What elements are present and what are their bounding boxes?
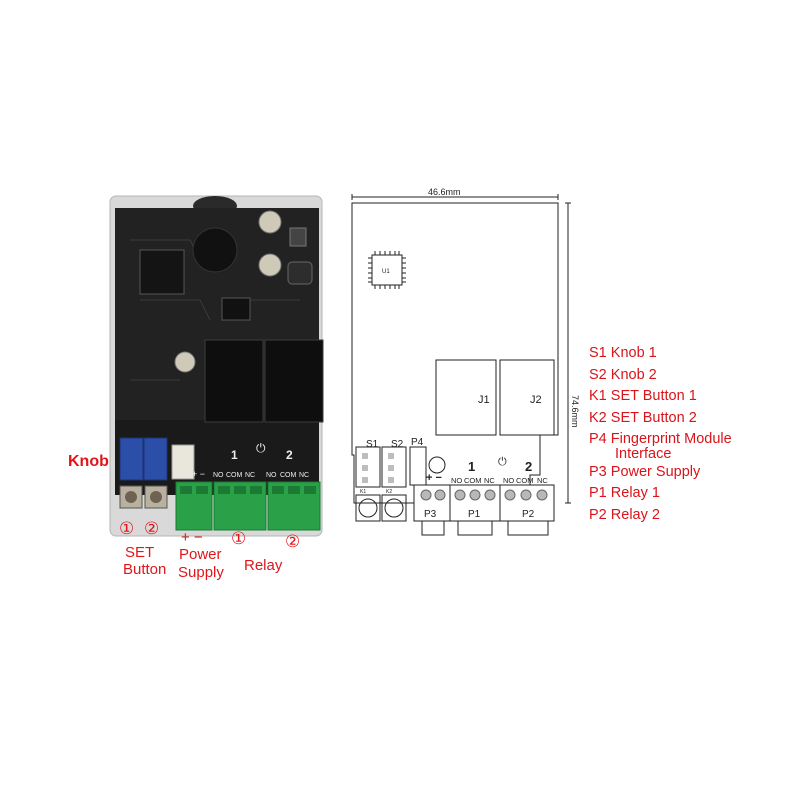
legend-text: Knob 2	[610, 366, 657, 383]
mcu-chip	[139, 249, 185, 295]
port-p2-label: P2	[522, 509, 535, 520]
legend-text: Relay 2	[610, 506, 660, 523]
terminal-screw-marks	[420, 489, 548, 501]
drawing-term-no-1: NO	[451, 476, 462, 485]
knob-pot-marks	[362, 453, 394, 483]
power-label-line-1: Power	[179, 546, 222, 563]
knob-s2-label: S2	[391, 439, 404, 450]
set-button-1-cap	[125, 491, 137, 503]
set-button-label-line-2: Button	[123, 561, 167, 578]
legend-item: S2 Knob 2	[589, 365, 732, 387]
button-k1-tag: K1	[360, 489, 366, 495]
drawing-relay-num-1: 1	[468, 459, 475, 474]
drawing-term-com-2: COM	[516, 476, 534, 485]
capacitor	[174, 351, 196, 373]
chip-pins	[368, 251, 406, 289]
set-button-2-cap	[150, 491, 162, 503]
transistor	[289, 227, 307, 247]
legend-item: P1 Relay 1	[589, 483, 732, 505]
legend-item: S1 Knob 1	[589, 343, 732, 365]
set-button-circle-2: ②	[144, 519, 160, 538]
drawing-relay-num-2: 2	[525, 459, 532, 474]
legend-text: SET Button 1	[610, 388, 697, 404]
drawing-term-no-2: NO	[503, 476, 514, 485]
buzzer	[192, 227, 238, 273]
drawing-term-com-1: COM	[464, 476, 482, 485]
height-dimension-label: 74.6mm	[570, 395, 580, 428]
board-term-nc-2: NC	[299, 472, 309, 479]
relay-circle-1: ①	[231, 529, 247, 548]
legend-code: K1	[589, 388, 607, 404]
chip-label: U1	[382, 269, 390, 275]
legend-item: P2 Relay 2	[589, 505, 732, 527]
button-k2-tag: K2	[386, 489, 392, 495]
port-p3-label: P3	[424, 509, 437, 520]
board-term-no-1: NO	[213, 472, 224, 479]
pcb-drawing: 46.6mm 74.6mm U1 J1 J2 S1 S2 P4 + − 1 2 …	[351, 187, 580, 536]
set-button-label-line-1: SET	[125, 544, 155, 561]
capacitor	[258, 210, 282, 234]
legend-text: Knob 1	[610, 345, 657, 361]
inductor	[287, 261, 313, 285]
drawing-term-nc-1: NC	[484, 476, 495, 485]
legend-code: P1	[589, 485, 607, 501]
board-term-com-1: COM	[226, 472, 243, 479]
legend-code: S2	[589, 366, 607, 383]
legend-code: P3	[589, 463, 607, 480]
capacitor	[258, 253, 282, 277]
knob-callout: Knob	[68, 453, 109, 470]
board-power-signs: + −	[192, 469, 205, 479]
power-plus-minus: + −	[181, 529, 203, 546]
drawing-terminal-labels: NO COM NC NO COM NC	[451, 476, 548, 485]
board-term-nc-1: NC	[245, 472, 255, 479]
width-dimension-label: 46.6mm	[428, 187, 461, 197]
knob-2	[143, 437, 168, 481]
fp-connector-label: P4	[411, 437, 424, 448]
relay-circle-2: ②	[285, 532, 301, 551]
relay-j2-label: J2	[530, 394, 542, 406]
legend-item: P3 Power Supply	[589, 462, 732, 484]
board-term-no-2: NO	[266, 472, 277, 479]
knob-s1-label: S1	[366, 439, 379, 450]
terminal-screws	[180, 486, 316, 494]
drawing-power-signs: + −	[426, 472, 442, 484]
board-relay-num-1: 1	[231, 448, 238, 462]
relay-j1-label: J1	[478, 394, 490, 406]
fp-connector	[171, 444, 195, 480]
set-button-circle-1: ①	[119, 519, 135, 538]
legend-item: K2 SET Button 2	[589, 408, 732, 430]
legend-text: Fingerprint Module	[610, 431, 732, 447]
drawing-term-nc-2: NC	[537, 476, 548, 485]
drawing-lines	[351, 194, 571, 536]
legend-code: P4	[589, 431, 607, 447]
legend-item: P4 Fingerprint Module Interface	[589, 429, 732, 462]
legend-subtext: Interface	[615, 445, 672, 462]
legend-code: K2	[589, 409, 607, 426]
drawing-power-symbol-icon: ⏻	[498, 456, 507, 468]
relay-2	[264, 339, 324, 423]
power-symbol-icon: ⏻	[256, 441, 266, 455]
knob-1	[119, 437, 144, 481]
power-label-line-2: Supply	[178, 564, 224, 581]
board-term-com-2: COM	[280, 472, 297, 479]
port-p1-label: P1	[468, 509, 481, 520]
board-terminal-labels: NO COM NC NO COM NC	[213, 472, 309, 479]
board-photo: + − 1 2 ⏻ NO COM NC NO COM NC	[109, 195, 324, 537]
legend-code: P2	[589, 506, 607, 523]
board-relay-num-2: 2	[286, 448, 293, 462]
legend: S1 Knob 1 S2 Knob 2 K1 SET Button 1 K2 S…	[589, 343, 732, 526]
legend-code: S1	[589, 345, 607, 361]
legend-text: SET Button 2	[610, 409, 697, 426]
legend-text: Power Supply	[610, 463, 701, 480]
legend-text: Relay 1	[610, 485, 660, 501]
relay-1	[204, 339, 264, 423]
relay-callout: Relay	[244, 557, 283, 574]
regulator-ic	[221, 297, 251, 321]
legend-item: K1 SET Button 1	[589, 386, 732, 408]
